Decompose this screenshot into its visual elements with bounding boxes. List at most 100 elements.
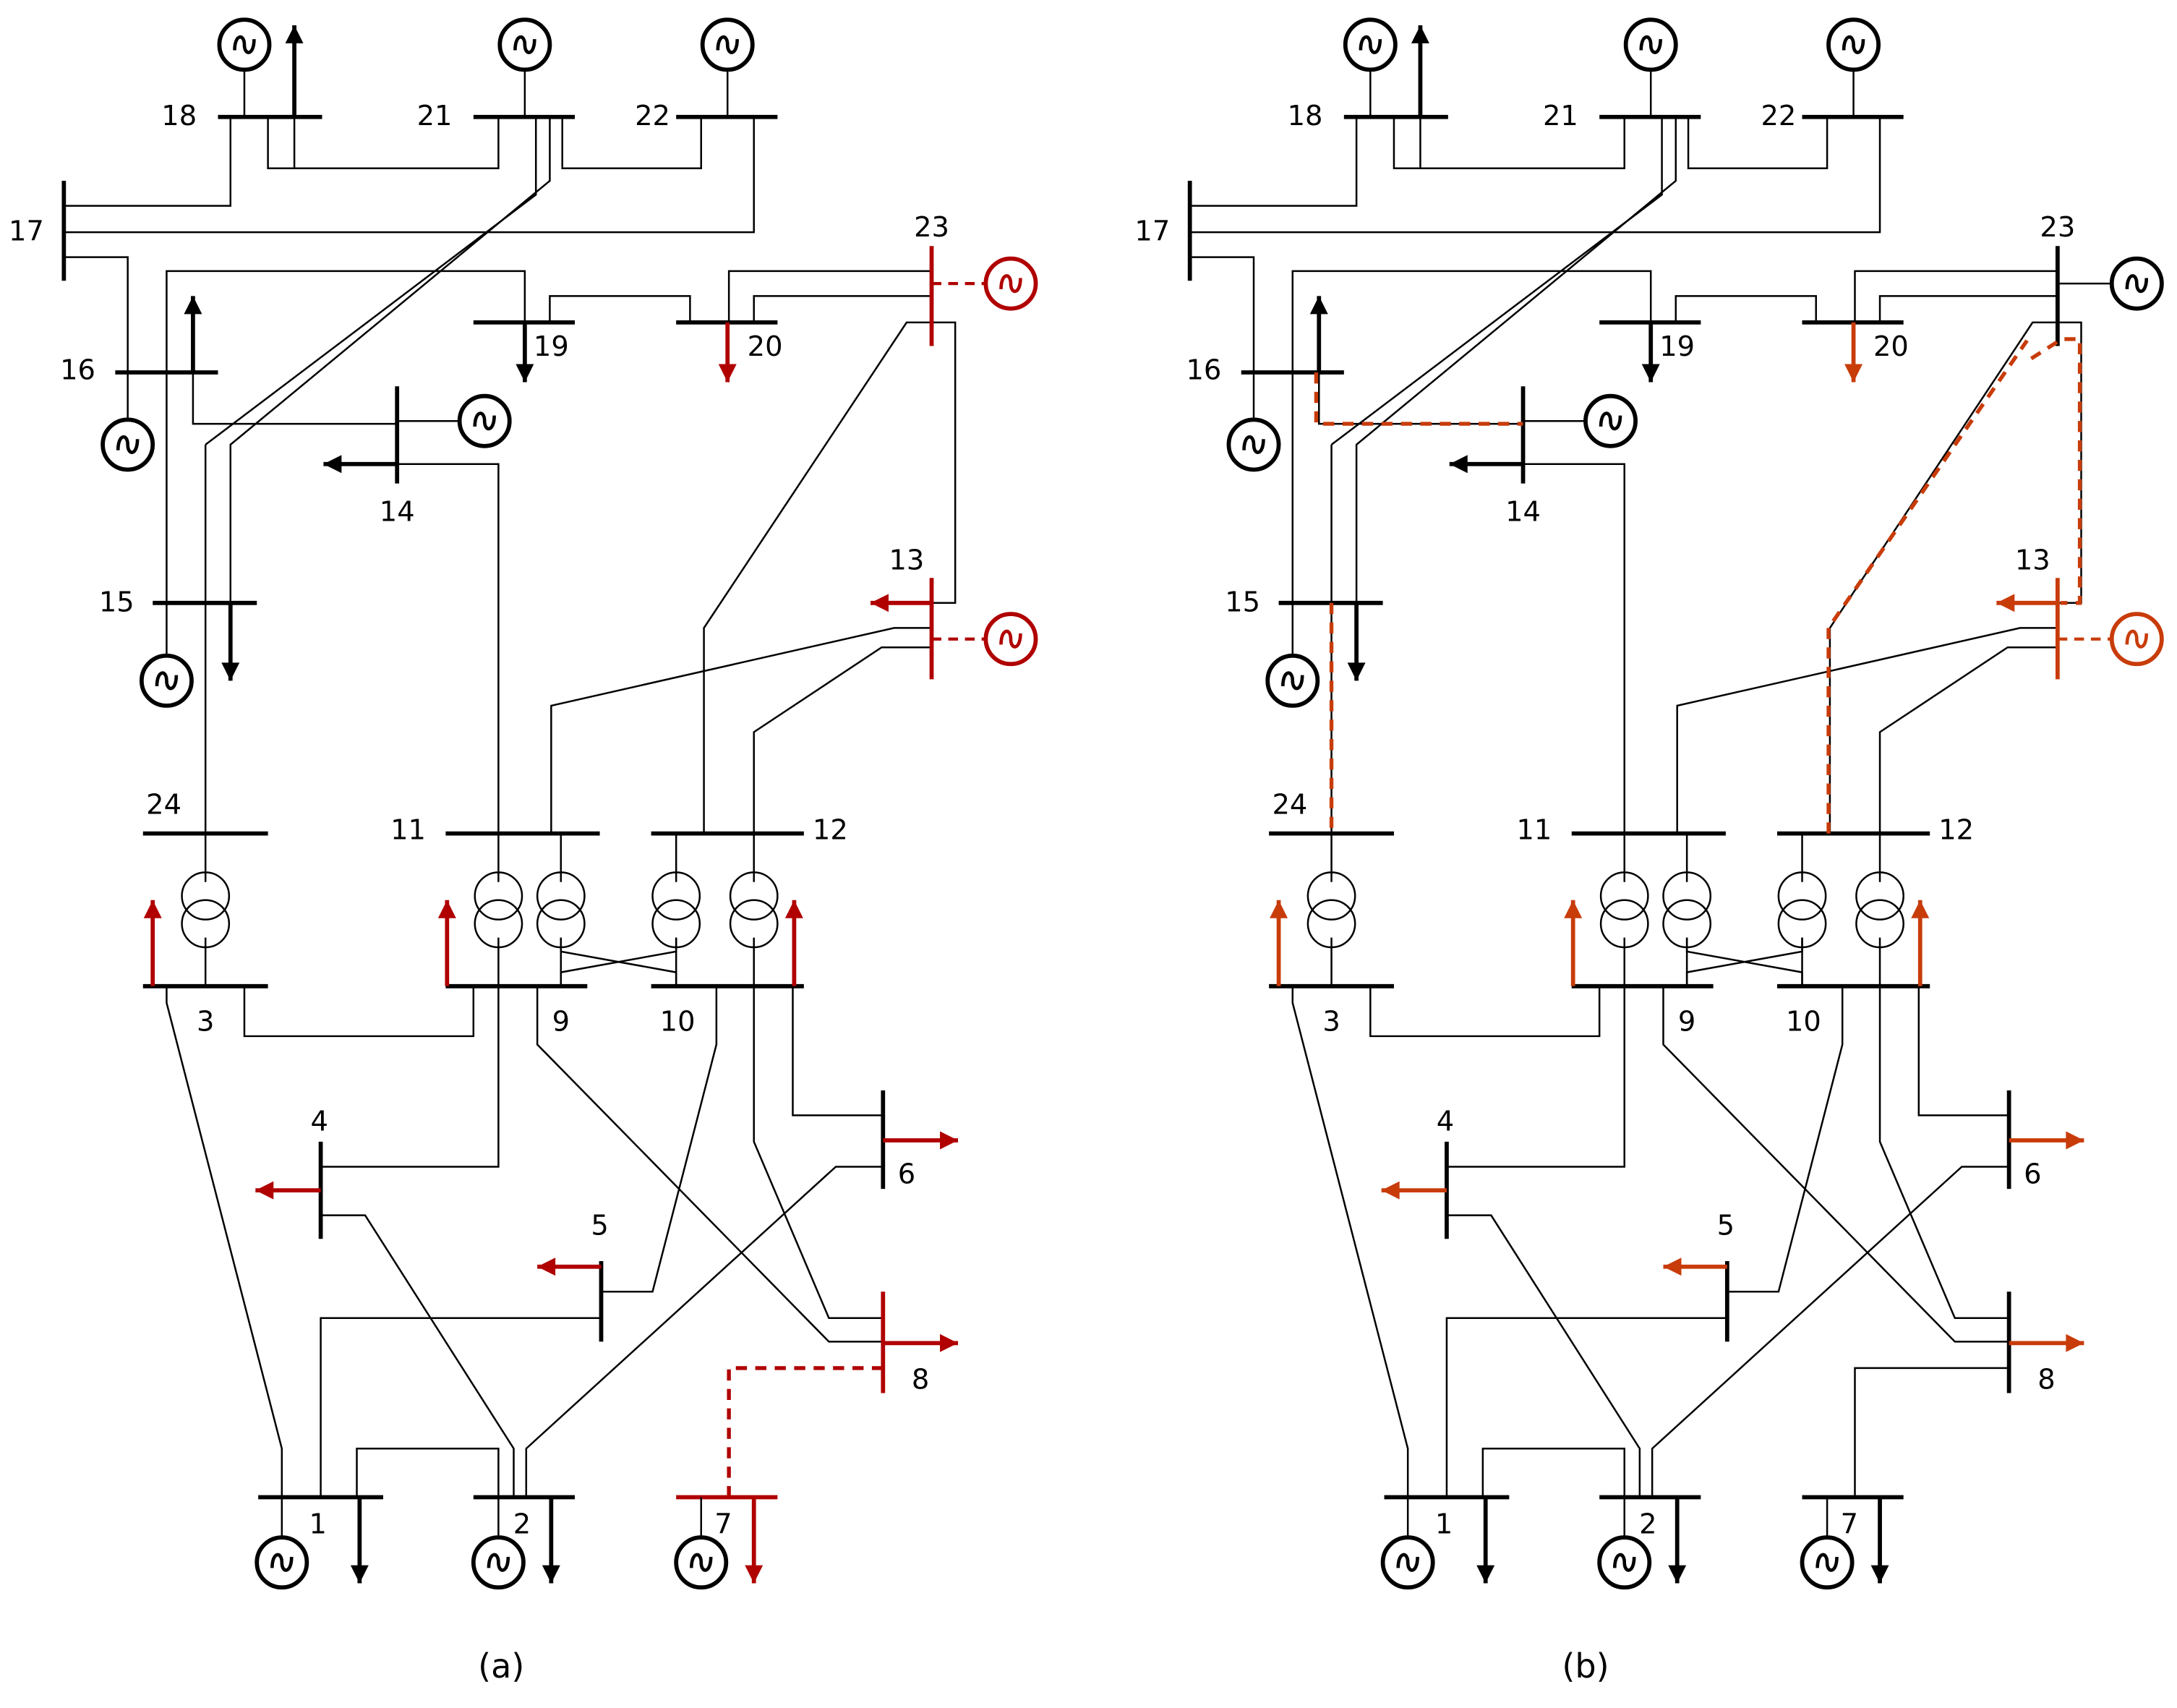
branch-line-37 bbox=[205, 116, 537, 445]
branch-line-32 bbox=[1189, 116, 1881, 234]
branch-line-4 bbox=[1651, 1166, 2009, 1498]
branch-7-8 bbox=[1854, 1367, 2009, 1498]
branch-line-38 bbox=[549, 295, 691, 323]
sine-wave-icon-22 bbox=[716, 35, 739, 54]
load-arrow-head-1 bbox=[350, 1565, 369, 1584]
bus-label-14: 14 bbox=[1505, 496, 1541, 529]
sine-wave-icon-18 bbox=[233, 35, 256, 54]
transformer-coil-upper-1 bbox=[1599, 871, 1649, 921]
sine-wave-icon-16 bbox=[1242, 435, 1265, 454]
sine-wave-icon-13 bbox=[999, 629, 1022, 649]
branch-line-3 bbox=[1446, 1214, 1641, 1498]
branch-line-26 bbox=[703, 321, 932, 834]
load-arrow-head-8 bbox=[2066, 1333, 2084, 1352]
transformer-coil-lower-4 bbox=[729, 899, 779, 949]
branch-line-20 bbox=[536, 986, 884, 1343]
bus-label-21: 21 bbox=[1543, 100, 1578, 132]
branch-line-22 bbox=[753, 986, 884, 1320]
load-arrow-head-1 bbox=[1476, 1565, 1495, 1584]
branch-line-0 bbox=[1481, 1448, 1625, 1498]
branch-line-41 bbox=[931, 321, 957, 605]
islanded-branch-2 bbox=[2030, 337, 2082, 605]
load-arrow-head-7 bbox=[745, 1565, 764, 1584]
branch-line-39 bbox=[1854, 270, 2058, 323]
branch-line-34 bbox=[1419, 116, 1612, 170]
load-arrow-head-4 bbox=[1381, 1181, 1400, 1200]
bus-label-22: 22 bbox=[635, 100, 670, 132]
branch-line-28 bbox=[192, 372, 398, 425]
branch-line-32 bbox=[64, 116, 755, 234]
load-arrow-head-20 bbox=[718, 364, 737, 383]
transformer-coil-lower-2 bbox=[536, 899, 586, 949]
branch-line-1 bbox=[1291, 986, 1409, 1498]
bus-label-5: 5 bbox=[591, 1210, 608, 1242]
branch-line-31 bbox=[1189, 116, 1358, 207]
bus-label-11: 11 bbox=[1516, 814, 1552, 846]
load-arrow-head-14 bbox=[1449, 455, 1468, 474]
branch-line-36 bbox=[1355, 116, 1677, 603]
bus-label-3: 3 bbox=[1322, 1005, 1340, 1038]
bus-label-4: 4 bbox=[310, 1106, 328, 1138]
bus-label-15: 15 bbox=[1225, 586, 1260, 618]
bus-label-17: 17 bbox=[9, 215, 44, 248]
load-arrow-head-9 bbox=[437, 900, 456, 918]
branch-line-19 bbox=[1446, 986, 1625, 1168]
transformer-coil-lower-0 bbox=[1306, 899, 1356, 949]
branch-line-2 bbox=[320, 1317, 602, 1498]
branch-line-4 bbox=[525, 1166, 884, 1498]
sine-wave-icon-23 bbox=[2125, 274, 2149, 294]
branch-line-5 bbox=[1369, 986, 1601, 1038]
branch-line-40 bbox=[753, 295, 932, 323]
load-arrow-head-7 bbox=[1870, 1565, 1889, 1584]
sine-wave-icon-1 bbox=[1396, 1553, 1419, 1572]
sine-wave-icon-2 bbox=[1612, 1553, 1636, 1572]
sine-wave-icon-23 bbox=[999, 274, 1022, 294]
branch-line-29 bbox=[1291, 270, 1652, 603]
bus-label-23: 23 bbox=[2040, 211, 2075, 244]
branch-line-28 bbox=[1318, 372, 1523, 425]
bus-label-20: 20 bbox=[1873, 330, 1909, 363]
branch-line-33 bbox=[267, 116, 500, 170]
branch-line-23 bbox=[1917, 986, 2009, 1116]
sine-wave-icon-14 bbox=[473, 411, 496, 431]
load-arrow-head-6 bbox=[2066, 1131, 2084, 1150]
transformer-coil-lower-0 bbox=[181, 899, 231, 949]
bus-label-22: 22 bbox=[1761, 100, 1796, 132]
bus-label-17: 17 bbox=[1134, 215, 1170, 248]
load-arrow-head-19 bbox=[516, 364, 534, 383]
load-arrow-head-14 bbox=[323, 455, 342, 474]
transformer-coil-upper-1 bbox=[474, 871, 523, 921]
load-arrow-head-6 bbox=[940, 1131, 958, 1150]
branch-line-35 bbox=[561, 116, 702, 170]
bus-label-19: 19 bbox=[534, 330, 569, 363]
sine-wave-icon-13 bbox=[2125, 629, 2149, 649]
load-arrow-head-8 bbox=[940, 1333, 958, 1352]
islanded-branch-3 bbox=[1826, 339, 2029, 834]
bus-label-1: 1 bbox=[309, 1508, 327, 1540]
load-arrow-head-16 bbox=[184, 296, 202, 315]
sine-wave-icon-14 bbox=[1599, 411, 1622, 431]
bus-label-6: 6 bbox=[898, 1158, 915, 1190]
branch-line-26 bbox=[1829, 321, 2058, 834]
sine-wave-icon-22 bbox=[1842, 35, 1865, 54]
load-arrow-head-15 bbox=[221, 662, 240, 681]
transformer-coil-upper-3 bbox=[651, 871, 701, 921]
branch-line-21 bbox=[601, 986, 718, 1293]
bus-label-9: 9 bbox=[552, 1005, 570, 1038]
bus-label-21: 21 bbox=[417, 100, 453, 132]
bus-label-13: 13 bbox=[2015, 545, 2050, 577]
load-arrow-head-18 bbox=[1411, 25, 1429, 43]
bus-label-6: 6 bbox=[2024, 1158, 2041, 1190]
bus-label-4: 4 bbox=[1437, 1106, 1454, 1138]
branch-line-33 bbox=[1393, 116, 1625, 170]
caption-b: (b) bbox=[1562, 1647, 1609, 1686]
transformer-coil-lower-3 bbox=[1777, 899, 1827, 949]
branch-line-37 bbox=[1330, 116, 1663, 445]
branch-line-39 bbox=[727, 270, 932, 323]
load-arrow-head-10 bbox=[1911, 900, 1930, 918]
bus-label-5: 5 bbox=[1717, 1210, 1735, 1242]
bus-label-10: 10 bbox=[1786, 1005, 1821, 1038]
bus-label-19: 19 bbox=[1659, 330, 1695, 363]
